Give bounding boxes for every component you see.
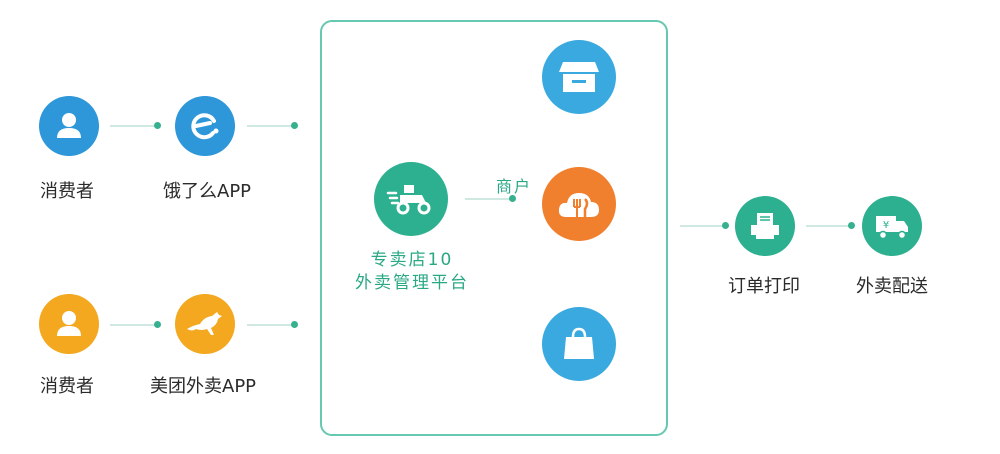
delivery-truck-icon: ¥ [876, 216, 908, 240]
shopping-bag-icon [564, 327, 594, 359]
shopping-bag-icon-circle [542, 307, 616, 381]
consumer-avatar-bottom [39, 294, 99, 354]
print-label: 订单打印 [728, 276, 800, 297]
store-icon-circle [542, 40, 616, 114]
user-icon [57, 311, 81, 336]
eleme-app-label: 饿了么APP [163, 181, 252, 202]
consumer-label-top: 消费者 [40, 181, 94, 202]
delivery-label: 外卖配送 [856, 276, 928, 297]
connector-dot [509, 195, 516, 202]
platform-title-line1: 专卖店10 [370, 250, 454, 270]
kangaroo-icon [187, 312, 222, 335]
connector-line [110, 324, 156, 326]
connector-line [247, 125, 293, 127]
connector-line [465, 198, 515, 200]
connector-line [110, 125, 156, 127]
connector-dot [848, 222, 855, 229]
meituan-app-icon [175, 294, 235, 354]
restaurant-icon-circle [542, 167, 616, 241]
scooter-icon [386, 185, 431, 215]
connector-dot [291, 122, 298, 129]
svg-text:¥: ¥ [883, 220, 889, 231]
eleme-app-icon [175, 96, 235, 156]
platform-delivery-icon-circle [374, 162, 448, 236]
user-icon [57, 113, 81, 138]
connector-line [247, 324, 293, 326]
cutlery-cloud-icon [558, 193, 599, 217]
connector-line [680, 225, 726, 227]
connector-line [806, 225, 852, 227]
platform-title-line2: 外卖管理平台 [355, 273, 469, 293]
eleme-logo-icon [191, 113, 219, 140]
platform-frame [320, 20, 668, 436]
merchant-label: 商户 [496, 177, 533, 196]
delivery-truck-icon-circle: ¥ [862, 196, 922, 256]
meituan-app-label: 美团外卖APP [150, 376, 257, 397]
printer-icon [751, 213, 779, 239]
connector-dot [722, 222, 729, 229]
printer-icon-circle [735, 196, 795, 256]
consumer-avatar-top [39, 96, 99, 156]
store-icon [559, 62, 599, 92]
connector-dot [154, 122, 161, 129]
consumer-label-bottom: 消费者 [40, 376, 94, 397]
connector-dot [154, 321, 161, 328]
connector-dot [291, 321, 298, 328]
